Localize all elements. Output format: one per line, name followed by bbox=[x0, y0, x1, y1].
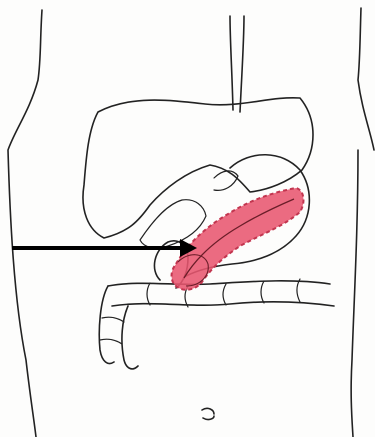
transverse-colon-upper bbox=[108, 281, 330, 286]
torso-left-outline bbox=[8, 10, 42, 437]
ascending-colon-haustra bbox=[100, 317, 124, 344]
transverse-colon-lower bbox=[112, 302, 334, 306]
ascending-colon bbox=[99, 286, 138, 369]
torso-right-outline bbox=[351, 8, 374, 437]
esophagus bbox=[230, 16, 233, 110]
esophagus-wall bbox=[240, 16, 244, 112]
navel bbox=[202, 408, 214, 419]
stomach-fold bbox=[214, 171, 238, 190]
